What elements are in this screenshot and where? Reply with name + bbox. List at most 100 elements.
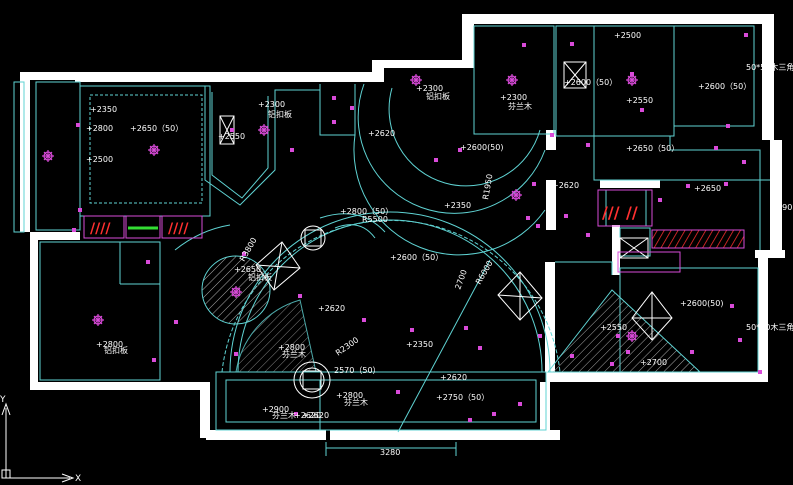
- fixture-dot: [290, 148, 294, 152]
- fixture-dot: [242, 252, 246, 256]
- label: 芬兰木: [344, 397, 368, 407]
- ceiling-lamps: [42, 74, 638, 342]
- lamp-icon: [626, 74, 638, 86]
- fixture-dot: [570, 42, 574, 46]
- fixture-dot: [744, 33, 748, 37]
- axis-x-label: X: [75, 474, 81, 484]
- lamp-icon: [626, 330, 638, 342]
- label: +2600（50）: [564, 78, 617, 87]
- fixture-dot: [610, 362, 614, 366]
- svg-text://: //: [626, 203, 638, 222]
- label: +2620: [552, 181, 579, 190]
- label: +2650（50）: [130, 124, 183, 133]
- fixture-dot: [434, 158, 438, 162]
- fixture-dot: [714, 146, 718, 150]
- x-boxes: [219, 61, 673, 341]
- fixture-dot: [230, 128, 234, 132]
- fixture-dot: [726, 124, 730, 128]
- fixture-dot: [758, 370, 762, 374]
- label: 铝扣板: [268, 109, 292, 119]
- fixture-dot: [362, 318, 366, 322]
- label: +2800: [86, 124, 113, 133]
- label: +2600（50）: [698, 82, 751, 91]
- label: +2650（50）: [626, 144, 679, 153]
- label: +2600（50）: [390, 253, 443, 262]
- fixture-dot: [724, 182, 728, 186]
- fixture-dot: [152, 358, 156, 362]
- fixture-dot: [738, 338, 742, 342]
- label: +2350: [444, 201, 471, 210]
- fixture-dot: [690, 350, 694, 354]
- label: 芬兰木: [282, 349, 306, 359]
- svg-text:////: ////: [90, 221, 111, 237]
- fixture-dot: [492, 412, 496, 416]
- label: R6000: [474, 259, 495, 286]
- label: +2650: [234, 265, 261, 274]
- fixture-dot: [640, 108, 644, 112]
- fixture-dot: [518, 402, 522, 406]
- fixture-dot: [298, 294, 302, 298]
- fixture-dot: [76, 123, 80, 127]
- label: +2900: [262, 405, 289, 414]
- lamp-icon: [510, 189, 522, 201]
- label: 铝扣板: [248, 272, 272, 282]
- fixture-dot: [658, 198, 662, 202]
- fixture-dot: [350, 106, 354, 110]
- fixture-dot: [686, 184, 690, 188]
- dimension-labels: +2350 +2800 +2650（50） +2500 +2300 铝扣板 +2…: [86, 31, 793, 457]
- fixture-dot: [742, 160, 746, 164]
- label: +2750（50）: [436, 393, 489, 402]
- lamp-icon: [258, 124, 270, 136]
- fixture-dot: [522, 43, 526, 47]
- fixture-dot: [332, 120, 336, 124]
- fixture-dot: [616, 334, 620, 338]
- label: +2620: [318, 304, 345, 313]
- label: +2550: [626, 96, 653, 105]
- fixture-dot: [410, 328, 414, 332]
- label: +2800: [96, 340, 123, 349]
- fixture-dot: [538, 334, 542, 338]
- label: 2570（50）: [334, 366, 381, 375]
- label: 铝扣板: [104, 345, 128, 355]
- label: +2620: [294, 411, 321, 420]
- fixture-dot: [478, 346, 482, 350]
- label: +2550: [218, 132, 245, 141]
- fixture-dot: [586, 143, 590, 147]
- label: +2620: [440, 373, 467, 382]
- fixture-dot: [564, 214, 568, 218]
- fixture-dot: [626, 350, 630, 354]
- fixture-dot: [458, 148, 462, 152]
- walls: [20, 14, 785, 440]
- dim-3280: 3280: [380, 448, 400, 457]
- axis-y-label: Y: [0, 395, 6, 405]
- label: 铝扣板: [426, 91, 450, 101]
- label: 芬兰木: [508, 101, 532, 111]
- fixture-dot: [146, 260, 150, 264]
- label: +2500: [86, 155, 113, 164]
- label: +2600(50): [460, 143, 503, 152]
- label: +2350: [406, 340, 433, 349]
- fixture-dot: [72, 228, 76, 232]
- svg-text:///: ///: [602, 203, 620, 222]
- label: +2650: [694, 184, 721, 193]
- fixture-dot: [730, 304, 734, 308]
- label: 2690: [772, 203, 792, 212]
- label: 芬兰木: [272, 410, 296, 420]
- fixture-dot: [396, 390, 400, 394]
- label: +2620: [302, 411, 329, 420]
- label: +2600(50): [680, 299, 723, 308]
- ucs-axis-icon: Y X: [0, 395, 81, 484]
- fixture-dot: [294, 412, 298, 416]
- lamp-icon: [92, 314, 104, 326]
- fixture-dot: [526, 216, 530, 220]
- lamp-icon: [230, 286, 242, 298]
- fixture-markers: [72, 33, 762, 422]
- fixture-dot: [550, 133, 554, 137]
- label: R1950: [481, 173, 494, 200]
- fixture-dot: [332, 96, 336, 100]
- label: 2700: [453, 268, 468, 290]
- label: +2350: [90, 105, 117, 114]
- label: R5500: [362, 215, 388, 224]
- label: +2800（50）: [340, 207, 393, 216]
